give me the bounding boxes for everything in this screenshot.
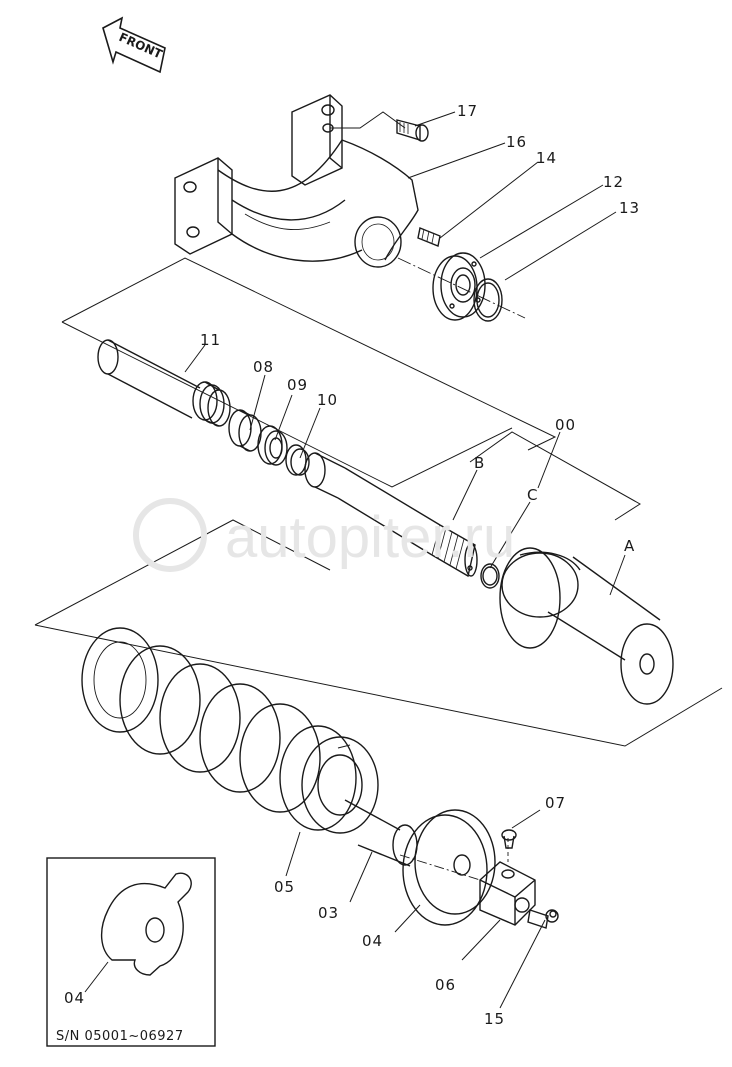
callout-12: 12 — [603, 173, 624, 191]
piston-rod — [304, 452, 478, 578]
callout-b: B — [474, 454, 485, 472]
callout-00: 00 — [555, 416, 576, 434]
callout-17: 17 — [457, 102, 478, 120]
callout-15: 15 — [484, 1010, 505, 1028]
snap-ring-c — [480, 563, 500, 589]
rod-11 — [97, 339, 231, 427]
callout-13: 13 — [619, 199, 640, 217]
callout-10: 10 — [317, 391, 338, 409]
fitting-14 — [417, 227, 441, 247]
callout-c: C — [527, 486, 538, 504]
watermark: autopiter.ru — [133, 498, 515, 572]
bolt-15 — [527, 909, 559, 929]
cylinder-a — [499, 547, 674, 705]
inset-callout-04: 04 — [64, 989, 85, 1007]
watermark-text: autopiter.ru — [225, 505, 515, 570]
callout-07: 07 — [545, 794, 566, 812]
ring-09 — [257, 425, 288, 466]
spacer-03 — [344, 799, 418, 867]
callout-03: 03 — [318, 904, 339, 922]
plate-04 — [402, 809, 496, 926]
nut-06 — [479, 861, 536, 926]
serial-note: S/N 05001~06927 — [56, 1029, 184, 1044]
callout-16: 16 — [506, 133, 527, 151]
packing-08 — [228, 409, 262, 452]
flange-12 — [432, 252, 486, 321]
callout-a: A — [624, 537, 635, 555]
bolt-17 — [396, 119, 429, 142]
callout-05: 05 — [274, 878, 295, 896]
ring-10 — [285, 444, 310, 476]
callout-11: 11 — [200, 331, 221, 349]
callout-04: 04 — [362, 932, 383, 950]
callout-08: 08 — [253, 358, 274, 376]
spring-05 — [81, 627, 379, 834]
front-label: FRONT — [117, 30, 165, 62]
front-arrow-icon — [102, 16, 166, 74]
fitting-07 — [501, 829, 517, 849]
inset-box — [46, 857, 216, 1047]
callout-09: 09 — [287, 376, 308, 394]
callout-06: 06 — [435, 976, 456, 994]
bracket-16 — [174, 94, 419, 268]
callout-14: 14 — [536, 149, 557, 167]
snap-ring-13 — [473, 278, 503, 322]
